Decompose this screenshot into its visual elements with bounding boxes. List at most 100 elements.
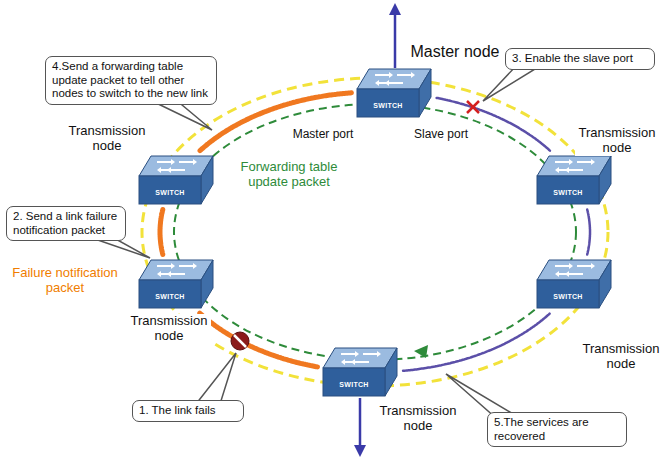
switch-arrowhead [341,359,345,365]
blue-arrowhead [389,3,401,15]
switch-top [537,156,611,176]
switch-icon [137,258,215,310]
switch-arrowhead [171,159,175,165]
switch-label: SWITCH [140,293,200,300]
callout-box: 2. Send a link failure notification pack… [6,206,126,241]
node-name: Transmission node [376,404,460,434]
switch-arrow [569,169,583,171]
blue-arrowhead [354,445,366,457]
switch-front [323,368,385,396]
switch-arrowhead [565,167,569,173]
node-name: Transmission node [127,314,211,344]
switch-arrowhead [591,159,595,165]
switch-top [139,156,213,176]
switch-arrow [171,169,185,171]
node-name: Master node [399,43,511,61]
callout-text: 4.Send a forwarding table update packet … [52,60,210,101]
ring-link [160,210,163,255]
ring-link [587,210,590,255]
callout-text: 1. The link fails [139,404,237,418]
blue-uplink [394,12,397,68]
switch-arrowhead [171,263,175,269]
callout-tail [196,353,236,404]
switch-arrow [157,161,171,163]
yellow-dashed-path [142,78,608,386]
switch-node: SWITCHTransmission node [137,258,215,310]
switch-label: SWITCH [358,102,418,109]
switch-top [357,69,431,89]
switch-top [323,348,397,368]
callout-box: 3. Enable the slave port [505,48,655,70]
switch-arrow [555,161,569,163]
switch-node: SWITCHTransmission node [321,346,399,398]
callout-box: 5.The services are recovered [487,412,627,447]
link-fault-symbol [231,332,249,350]
callout-tail [483,66,540,101]
switch-arrow [355,361,369,363]
switch-side [201,156,213,204]
switch-side [201,260,213,308]
switch-arrowhead [411,72,415,78]
switch-arrowhead [157,271,161,277]
ring-link [200,313,318,367]
switch-front [537,176,599,204]
text-label: Slave port [410,128,472,142]
node-name: Transmission node [575,126,659,156]
text-label: Failure notification packet [6,266,124,296]
switch-label: SWITCH [324,381,384,388]
switch-arrow [363,353,377,355]
callout-text: 3. Enable the slave port [512,52,648,66]
switch-arrowhead [389,72,393,78]
switch-icon [355,67,433,119]
switch-arrowhead [591,263,595,269]
switch-arrowhead [555,271,559,277]
switch-arrowhead [377,351,381,357]
switch-arrowhead [569,159,573,165]
switch-side [599,156,611,204]
blue-downlink [359,398,362,448]
switch-side [599,260,611,308]
node-name: Transmission node [579,342,663,372]
switch-icon [535,154,613,206]
switch-arrow [179,161,193,163]
switch-node: SWITCHMaster node [355,67,433,119]
node-name: Transmission node [65,124,149,154]
switch-arrowhead [355,351,359,357]
switch-icon [535,258,613,310]
switch-arrow [577,265,591,267]
switch-arrowhead [167,167,171,173]
callout-box: 4.Send a forwarding table update packet … [45,56,217,105]
switch-arrowhead [375,80,379,86]
switch-arrow [577,161,591,163]
switch-node: SWITCHTransmission node [535,154,613,206]
text-label: Master port [288,128,358,142]
switch-arrow [397,74,411,76]
switch-arrowhead [385,80,389,86]
callout-box: 1. The link fails [132,400,244,422]
callout-text: 2. Send a link failure notification pack… [13,210,119,237]
switch-arrowhead [167,271,171,277]
switch-arrowhead [565,271,569,277]
switch-label: SWITCH [140,189,200,196]
text-label: Forwarding table update packet [224,160,354,190]
switch-top [139,260,213,280]
switch-icon [137,154,215,206]
switch-arrow [375,74,389,76]
switch-top [537,260,611,280]
switch-arrowhead [569,263,573,269]
switch-arrow [389,82,403,84]
switch-node: SWITCHTransmission node [137,154,215,206]
switch-arrowhead [193,263,197,269]
switch-label: SWITCH [538,293,598,300]
switch-front [357,89,419,117]
switch-arrow [157,265,171,267]
switch-arrowhead [555,167,559,173]
callout-text: 5.The services are recovered [494,416,620,443]
blocked-port-cross [467,101,479,113]
switch-arrowhead [351,359,355,365]
switch-side [419,69,431,117]
green-dashed-path [174,104,576,360]
switch-arrowhead [193,159,197,165]
switch-front [139,280,201,308]
switch-arrow [171,273,185,275]
